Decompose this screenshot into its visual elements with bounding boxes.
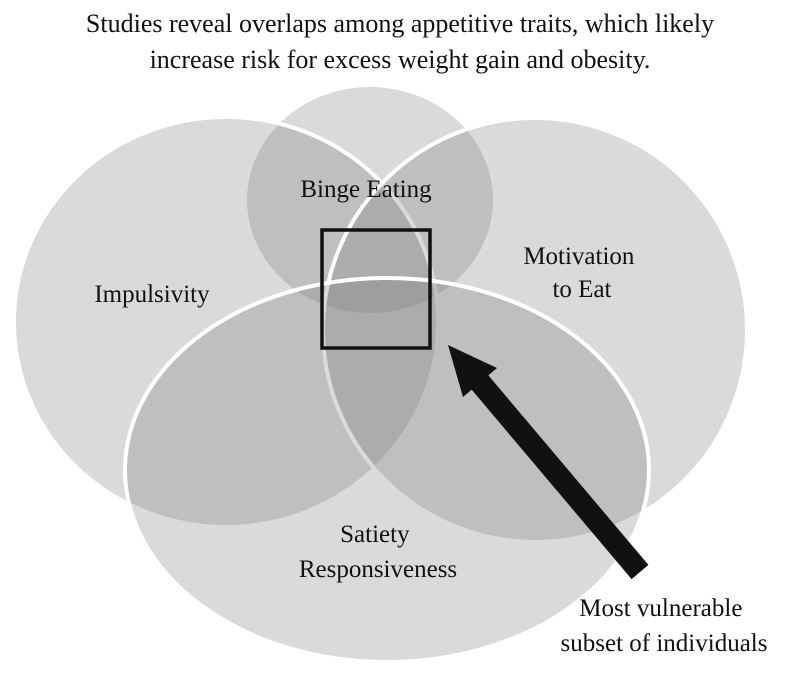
highlight-box xyxy=(320,228,432,350)
figure-title: Studies reveal overlaps among appetitive… xyxy=(0,6,800,78)
satiety-label-line-1: Satiety xyxy=(340,521,410,548)
binge-eating-label: Binge Eating xyxy=(300,176,432,203)
callout-label: Most vulnerable subset of individuals xyxy=(561,595,768,657)
impulsivity-circle xyxy=(12,115,440,529)
callout-line-2: subset of individuals xyxy=(561,630,768,657)
title-line-2: increase risk for excess weight gain and… xyxy=(149,45,651,74)
satiety-responsiveness-label: Satiety Responsiveness xyxy=(299,521,457,583)
venn-circles xyxy=(12,83,749,664)
arrow xyxy=(448,345,649,580)
impulsivity-label: Impulsivity xyxy=(94,281,210,308)
title-line-1: Studies reveal overlaps among appetitive… xyxy=(85,9,715,38)
arrow-shaft xyxy=(463,365,649,580)
satiety-label-line-2: Responsiveness xyxy=(299,556,457,583)
motivation-to-eat-label: Motivation to Eat xyxy=(523,243,640,303)
arrow-head xyxy=(448,345,497,397)
motivation-label-line-2: to Eat xyxy=(552,276,611,303)
motivation-label-line-1: Motivation xyxy=(523,243,635,270)
callout-line-1: Most vulnerable xyxy=(579,595,742,622)
satiety-responsiveness-circle xyxy=(123,276,651,664)
